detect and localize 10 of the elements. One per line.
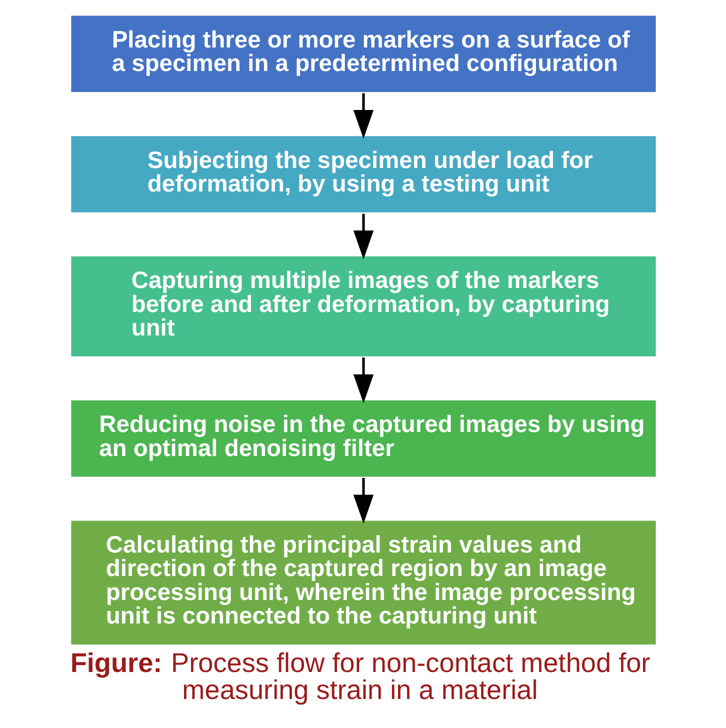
node-box: Placing three or more markers on a surface of a specimen in a predetermined configuration xyxy=(68,14,658,94)
arrow xyxy=(352,214,374,260)
arrow xyxy=(352,93,374,139)
caption: Figure: Process flow for non-contact method for measuring strain in a material xyxy=(70,647,650,706)
node-box: Calculating the principal strain values and direction of the captured region by an image processing unit, wherein the image processing unit is connected to the capturing unit xyxy=(68,519,658,646)
arrow xyxy=(352,478,374,524)
node-box: Reducing noise in the captured images by using an optimal denoising filter xyxy=(68,398,658,478)
arrow xyxy=(352,358,374,404)
node-box: Subjecting the specimen under load for deformation, by using a testing unit xyxy=(68,134,658,214)
node-box: Capturing multiple images of the markers before and after deformation, by capturing unit xyxy=(68,254,658,358)
